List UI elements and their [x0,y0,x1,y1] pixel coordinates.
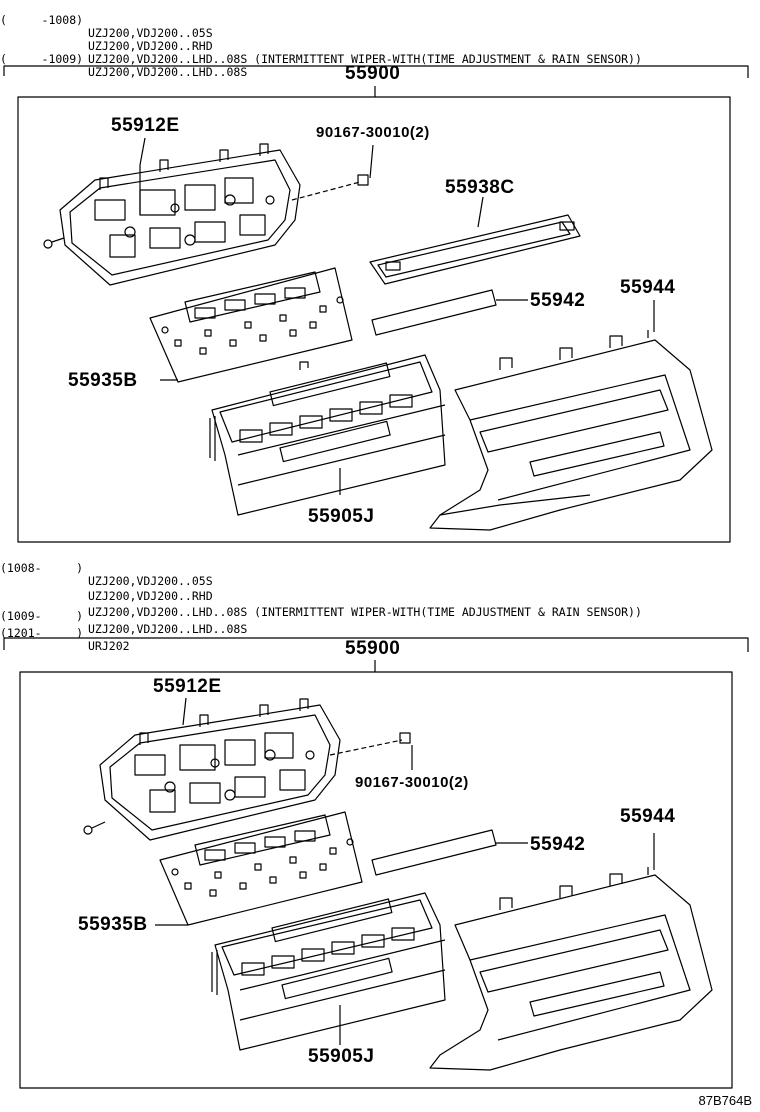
s1-diagram-frame [17,96,731,543]
s2-app-models-5: URJ202 [88,639,130,653]
s2-leader-bracket [182,697,187,726]
s1-leader-bracket [139,137,146,166]
s1-film-drawing [371,289,497,336]
s2-app-code-4: (1009- ) [0,609,84,623]
s2-part-bracket: 55912E [153,676,222,697]
s2-app-code-1: (1008- ) [0,561,84,575]
s1-part-film: 55942 [530,290,586,311]
s2-control-unit-drawing [211,892,446,1051]
s1-circuit-board-drawing [149,267,353,383]
s1-app-code-1: ( -1008) [0,13,84,27]
s2-part-screw: 90167-30010(2) [355,774,469,791]
s2-assembly-bracket-line [3,637,749,672]
s1-panel-cover-drawing [369,214,581,285]
s2-circuit-board-drawing [159,811,363,926]
s2-part-bezel: 55944 [620,806,676,827]
s1-bracket-drawing [43,143,369,286]
s1-app-line-3: UZJ200,VDJ200..LHD..08S (INTERMITTENT WI… [0,27,760,66]
s1-leader-cover [477,196,484,228]
s1-assembly-number: 55900 [345,63,401,84]
s1-app-line-4: ( -1009) UZJ200,VDJ200..LHD..08S [0,40,760,79]
s1-app-line-2: UZJ200,VDJ200..RHD [0,14,760,53]
s2-bezel-drawing [429,867,713,1071]
s2-film-drawing [371,829,497,876]
s2-part-control-unit: 55905J [308,1046,375,1067]
s2-app-models-1: UZJ200,VDJ200..05S [88,574,213,588]
s1-part-circuit-board: 55935B [68,370,138,391]
s2-app-line-2: UZJ200,VDJ200..RHD [0,564,760,603]
s1-bezel-drawing [429,330,713,531]
s1-app-line-1: ( -1008) UZJ200,VDJ200..05S [0,1,760,40]
s2-app-line-5: (1201- ) URJ202 [0,614,760,653]
s1-part-panel-cover: 55938C [445,177,515,198]
s2-app-line-3: UZJ200,VDJ200..LHD..08S (INTERMITTENT WI… [0,580,760,619]
s2-bracket-drawing [83,698,411,841]
s2-app-models-3: UZJ200,VDJ200..LHD..08S (INTERMITTENT WI… [88,605,642,619]
s2-part-circuit-board: 55935B [78,914,148,935]
s2-part-film: 55942 [530,834,586,855]
s1-assembly-bracket-line [3,65,749,97]
s1-part-bracket: 55912E [111,115,180,136]
s1-app-models-2: UZJ200,VDJ200..RHD [88,39,213,53]
s2-app-models-2: UZJ200,VDJ200..RHD [88,589,213,603]
s1-leader-screw [369,144,374,179]
s2-app-line-4: (1009- ) UZJ200,VDJ200..LHD..08S [0,597,760,636]
s2-app-code-5: (1201- ) [0,626,84,640]
s1-control-unit-drawing [209,354,446,516]
s1-app-models-1: UZJ200,VDJ200..05S [88,26,213,40]
s2-assembly-number: 55900 [345,638,401,659]
drawing-code: 87B764B [698,1093,753,1108]
s2-app-line-1: (1008- ) UZJ200,VDJ200..05S [0,549,760,588]
s1-app-code-4: ( -1009) [0,52,84,66]
s2-diagram-frame [19,671,733,1089]
s2-app-models-4: UZJ200,VDJ200..LHD..08S [88,622,248,636]
s1-part-bezel: 55944 [620,277,676,298]
s1-part-screw: 90167-30010(2) [316,124,430,141]
s1-app-models-4: UZJ200,VDJ200..LHD..08S [88,65,248,79]
s1-app-models-3: UZJ200,VDJ200..LHD..08S (INTERMITTENT WI… [88,52,642,66]
s1-part-control-unit: 55905J [308,506,375,527]
